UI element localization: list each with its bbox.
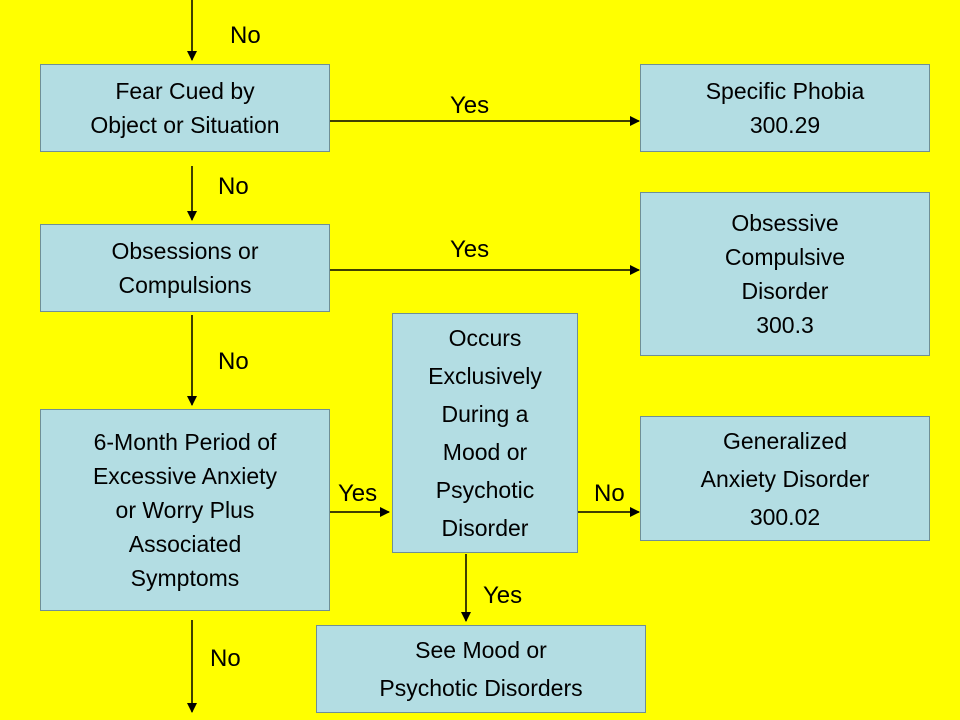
box-ocd: Obsessive Compulsive Disorder 300.3 bbox=[640, 192, 930, 356]
label-no-bottom: No bbox=[210, 645, 241, 672]
label-yes-ocd: Yes bbox=[450, 236, 490, 263]
label-yes-to-occurs: Yes bbox=[338, 480, 378, 507]
label-no-top: No bbox=[230, 22, 261, 49]
box-fear-cued: Fear Cued by Object or Situation bbox=[40, 64, 330, 152]
box-occurs-exclusively: Occurs Exclusively During a Mood or Psyc… bbox=[392, 313, 578, 553]
box-gad: Generalized Anxiety Disorder 300.02 bbox=[640, 416, 930, 541]
box-six-month: 6-Month Period of Excessive Anxiety or W… bbox=[40, 409, 330, 611]
label-yes-phobia: Yes bbox=[450, 92, 490, 119]
label-no-to-six-month: No bbox=[218, 348, 249, 375]
box-specific-phobia: Specific Phobia 300.29 bbox=[640, 64, 930, 152]
label-yes-to-see-mood: Yes bbox=[483, 582, 523, 609]
box-obsessions: Obsessions or Compulsions bbox=[40, 224, 330, 312]
label-no-to-gad: No bbox=[594, 480, 625, 507]
label-no-to-obsessions: No bbox=[218, 173, 249, 200]
box-see-mood: See Mood or Psychotic Disorders bbox=[316, 625, 646, 713]
